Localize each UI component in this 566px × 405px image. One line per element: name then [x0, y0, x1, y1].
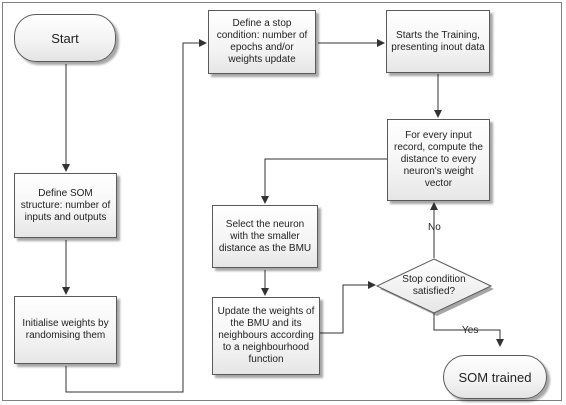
define-som-box: Define SOM structure: number of inputs a… [14, 173, 117, 238]
select-bmu-box: Select the neuron with the smaller dista… [212, 205, 318, 268]
update-weights-box: Update the weights of the BMU and its ne… [212, 297, 320, 375]
end-terminal: SOM trained [443, 355, 547, 399]
edge-label-yes: Yes [462, 325, 479, 336]
stop-condition-box: Define a stop condition: number of epoch… [208, 10, 316, 74]
compute-distance-box: For every input record, compute the dist… [387, 119, 490, 201]
edge-decision-yes [433, 312, 504, 347]
edge-distance-select [261, 158, 387, 204]
edge-initialise-stopcond [65, 39, 207, 393]
edge-label-no: No [428, 222, 441, 233]
edge-update-decision [320, 281, 376, 334]
initialise-weights-box: Initialise weights by randomising them [14, 296, 117, 364]
diagram-frame [2, 2, 562, 401]
decision-diamond [375, 258, 493, 314]
decision-label: Stop condition satisfied? [402, 274, 466, 297]
start-training-box: Starts the Training, presenting inout da… [386, 10, 490, 73]
start-terminal: Start [14, 14, 116, 62]
